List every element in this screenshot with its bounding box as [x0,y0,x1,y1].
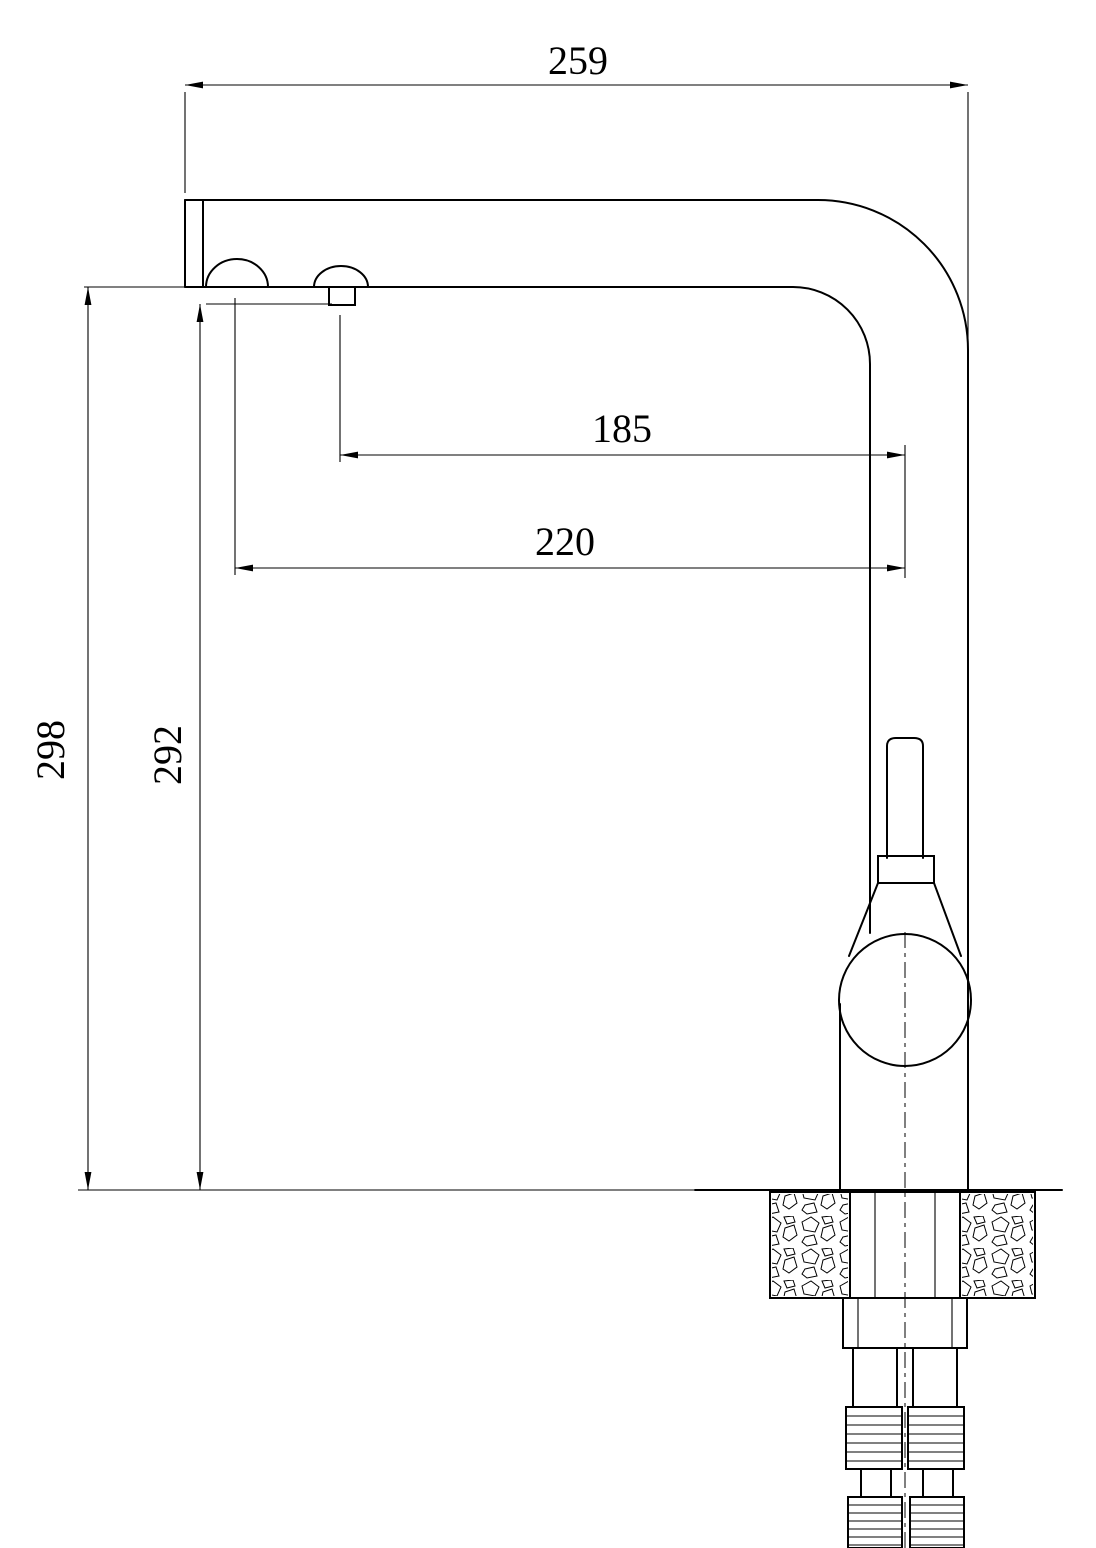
dimension-label-spout-height: 292 [145,725,190,785]
dimension-label-overall-reach: 259 [548,38,608,83]
dimension-outer-reach: 220 [234,298,905,575]
supply-hoses [842,1297,968,1548]
handle-lever [886,737,924,859]
handle-flare-right [933,882,962,957]
hose-end-fitting-left [847,1496,903,1548]
dimension-label-overall-height: 298 [28,720,73,780]
dimension-label-outer-reach: 220 [535,519,595,564]
handle-collar [877,855,935,884]
faucet-handle [838,737,972,1191]
aerator-dome [205,258,269,288]
dimension-overall-reach: 259 [184,38,969,342]
handle-flare-left [848,882,879,957]
faucet-spout [184,199,969,1191]
spout-outer-profile [184,199,969,1191]
dimension-inner-reach: 185 [339,315,906,578]
hose-crimp-left [845,1406,903,1470]
dimension-spout-height: 292 [145,303,332,1190]
mounting-area [78,1189,1063,1299]
dimension-label-inner-reach: 185 [592,406,652,451]
nut-knurl-texture-left [772,1194,848,1296]
spout-inner-profile [184,286,871,934]
hose-crimp-right [907,1406,965,1470]
dimension-overall-height: 298 [28,286,203,1190]
nut-knurl-texture-right [962,1194,1033,1296]
filter-outlet-dome [313,265,369,288]
filter-outlet-nozzle [328,286,356,306]
hose-end-fitting-right [909,1496,965,1548]
